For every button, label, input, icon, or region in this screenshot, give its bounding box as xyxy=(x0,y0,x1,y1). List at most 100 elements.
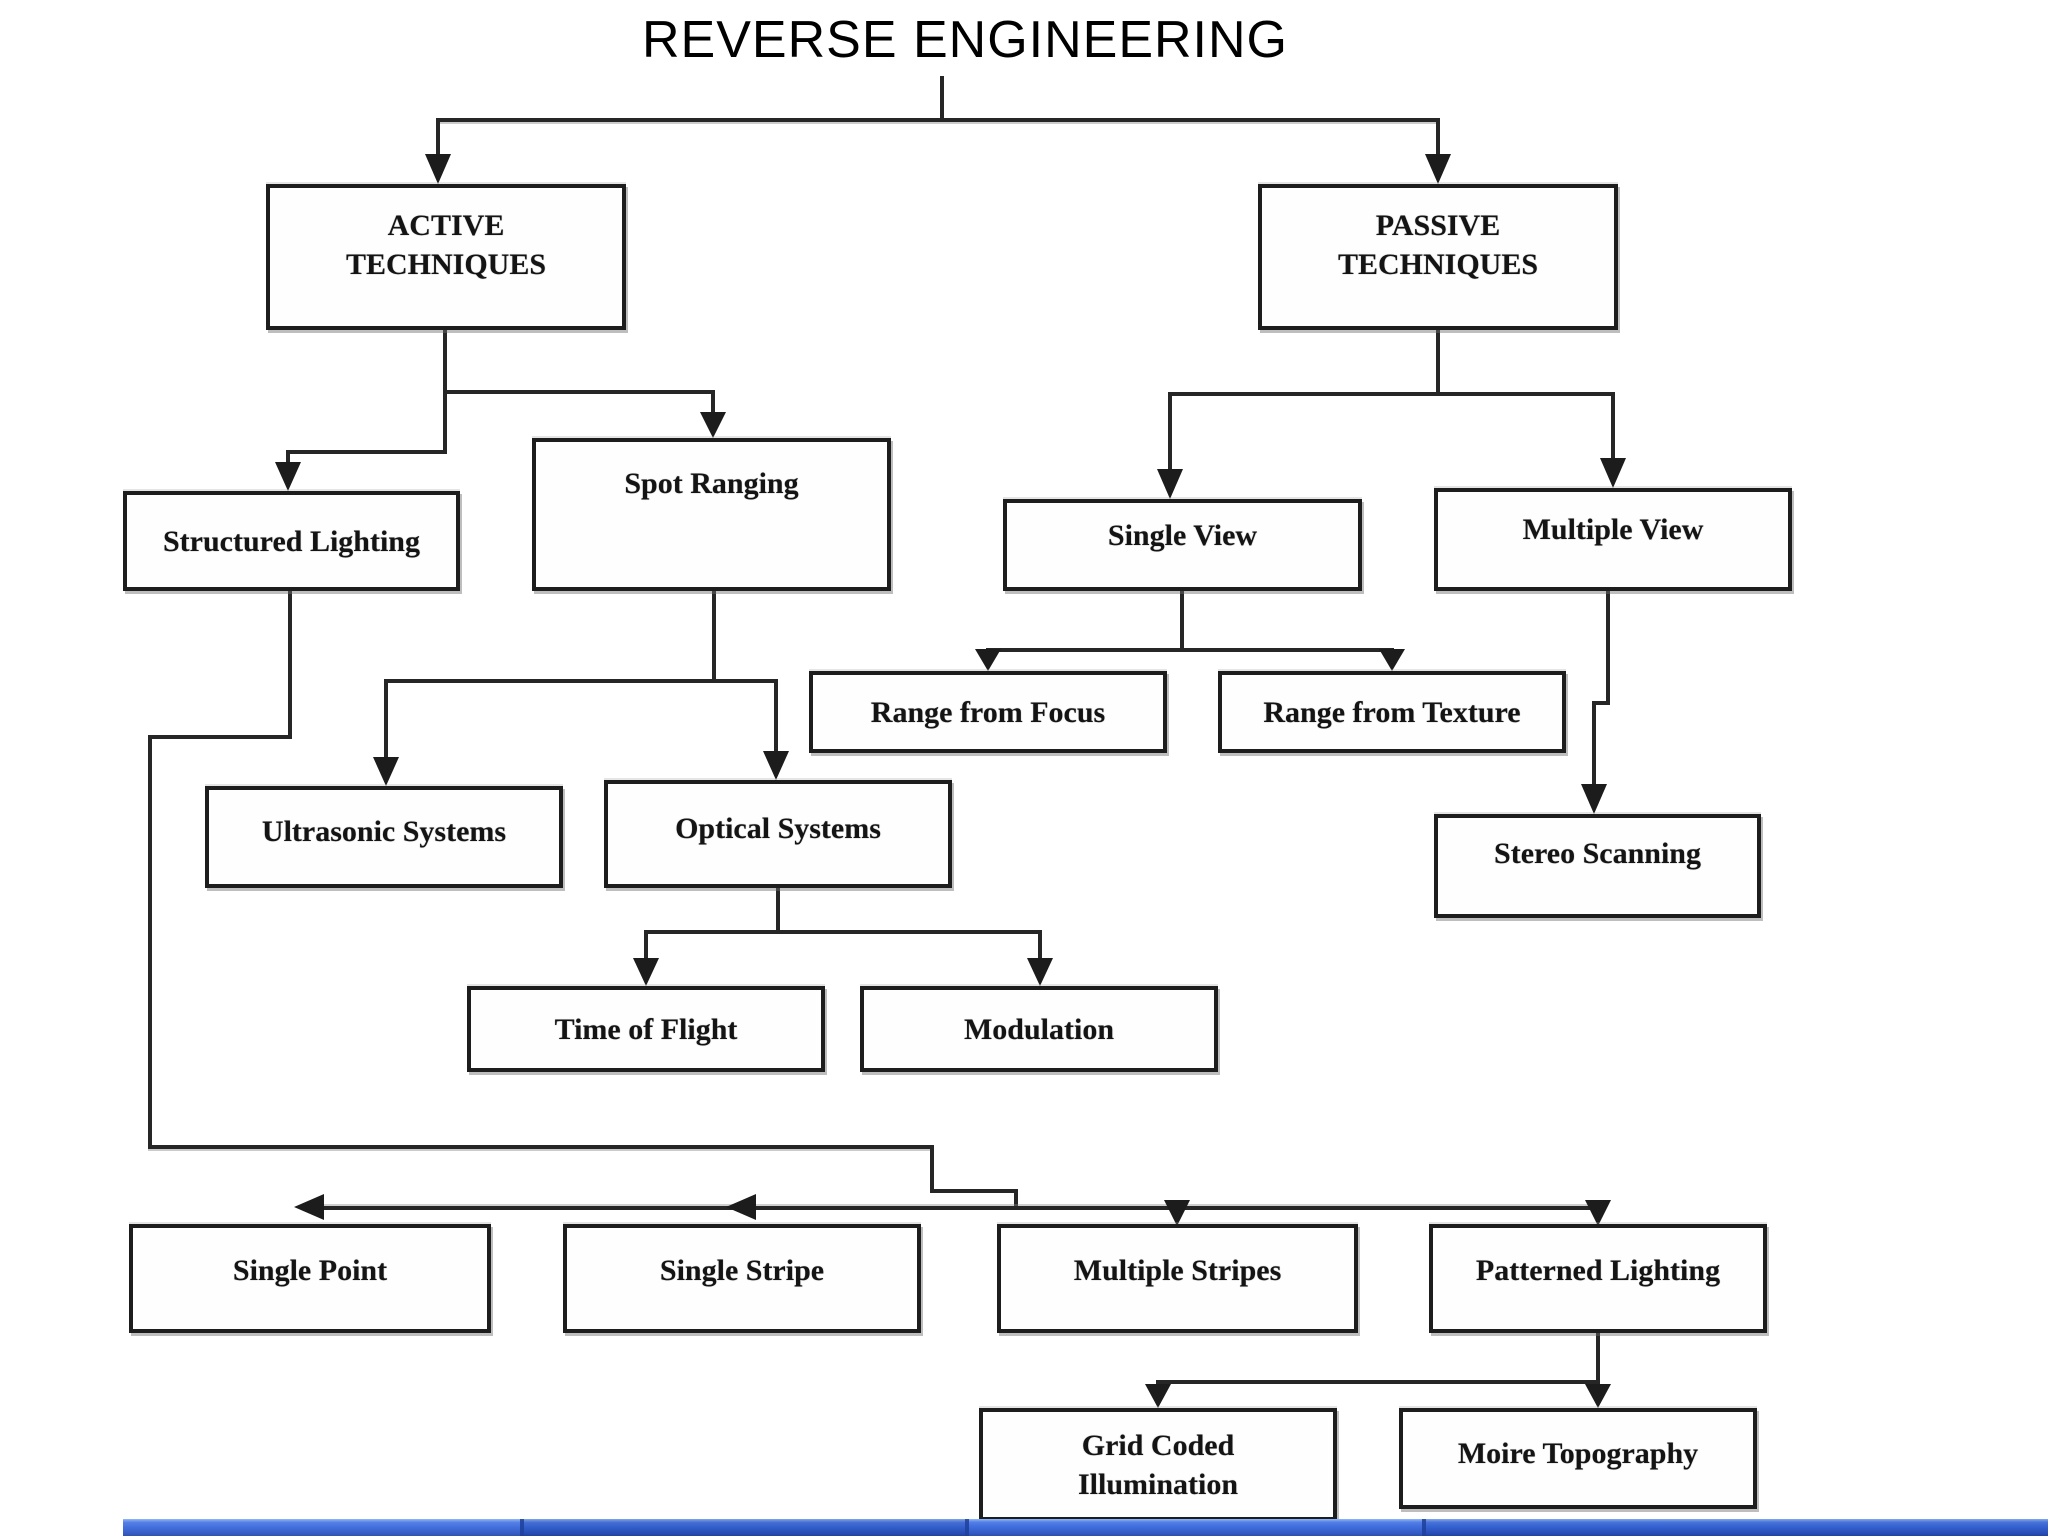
node-grid-coded-illumination: Grid Coded Illumination xyxy=(979,1408,1337,1521)
node-label: Single Stripe xyxy=(659,1254,825,1287)
arrowhead-down-icon xyxy=(1581,784,1607,814)
node-single-point: Single Point xyxy=(129,1224,491,1333)
connector xyxy=(384,679,778,683)
connector xyxy=(712,591,716,679)
arrowhead-down-icon xyxy=(373,757,399,786)
connector xyxy=(1611,392,1615,458)
connector xyxy=(308,1206,1602,1210)
connector xyxy=(148,735,292,739)
connector xyxy=(1592,701,1596,784)
connector xyxy=(148,735,152,1149)
connector xyxy=(1168,392,1172,469)
connector xyxy=(288,591,292,735)
connector xyxy=(443,390,715,394)
node-active-techniques: ACTIVE TECHNIQUES xyxy=(266,184,626,330)
connector xyxy=(940,76,944,120)
taskbar-window-button[interactable] xyxy=(524,1519,965,1536)
connector xyxy=(644,930,648,958)
node-ultrasonic-systems: Ultrasonic Systems xyxy=(205,786,563,888)
taskbar-separator xyxy=(520,1519,524,1536)
taskbar-separator xyxy=(965,1519,969,1536)
node-modulation: Modulation xyxy=(860,986,1218,1072)
arrowhead-down-icon xyxy=(633,958,659,986)
arrowhead-down-icon xyxy=(1425,154,1451,184)
node-label: Multiple Stripes xyxy=(1073,1254,1282,1287)
node-label: Ultrasonic Systems xyxy=(261,814,507,848)
node-label: Single View xyxy=(1107,518,1258,552)
node-label: Single Point xyxy=(232,1254,388,1287)
arrowhead-down-icon xyxy=(1027,958,1053,986)
node-label: Time of Flight xyxy=(554,1012,738,1046)
connector xyxy=(1592,701,1610,705)
node-range-from-focus: Range from Focus xyxy=(809,671,1167,753)
page-title: REVERSE ENGINEERING xyxy=(641,11,1289,69)
connector xyxy=(436,118,440,154)
connector xyxy=(644,930,1042,934)
node-label: Optical Systems xyxy=(675,811,881,845)
node-moire-topography: Moire Topography xyxy=(1399,1408,1757,1509)
connector xyxy=(930,1189,1018,1193)
node-single-stripe: Single Stripe xyxy=(563,1224,921,1333)
connector xyxy=(1168,392,1615,396)
node-patterned-lighting: Patterned Lighting xyxy=(1429,1224,1767,1333)
node-structured-lighting: Structured Lighting xyxy=(123,491,460,591)
arrowhead-down-icon xyxy=(275,462,301,491)
connector xyxy=(711,394,715,412)
node-time-of-flight: Time of Flight xyxy=(467,986,825,1072)
arrowhead-down-icon xyxy=(763,751,789,780)
node-label: Range from Texture xyxy=(1263,695,1521,729)
arrowhead-left-icon xyxy=(294,1194,324,1220)
taskbar-separator xyxy=(1422,1519,1426,1536)
arrowhead-down-icon xyxy=(700,412,726,438)
connector xyxy=(1596,1333,1600,1380)
connector xyxy=(1436,118,1440,154)
node-label: PASSIVE TECHNIQUES xyxy=(1337,209,1539,281)
node-label: ACTIVE TECHNIQUES xyxy=(345,209,547,281)
connector xyxy=(384,679,388,757)
connector xyxy=(286,450,290,462)
node-spot-ranging: Spot Ranging xyxy=(532,438,891,591)
arrowhead-down-icon xyxy=(1157,469,1183,499)
node-single-view: Single View xyxy=(1003,499,1362,591)
node-label: Modulation xyxy=(963,1012,1115,1046)
node-label: Stereo Scanning xyxy=(1494,836,1701,870)
taskbar[interactable] xyxy=(123,1519,2048,1536)
connector xyxy=(774,679,778,751)
connector xyxy=(1156,1380,1160,1386)
node-optical-systems: Optical Systems xyxy=(604,780,952,888)
connector xyxy=(930,1145,934,1193)
node-passive-techniques: PASSIVE TECHNIQUES xyxy=(1258,184,1618,330)
node-label: Spot Ranging xyxy=(624,467,799,500)
node-range-from-texture: Range from Texture xyxy=(1218,671,1566,753)
arrowhead-down-icon xyxy=(1145,1384,1171,1408)
connector xyxy=(286,450,447,454)
node-label: Multiple View xyxy=(1522,513,1704,546)
node-multiple-stripes: Multiple Stripes xyxy=(997,1224,1358,1333)
taskbar-window-button[interactable] xyxy=(123,1519,520,1536)
taskbar-window-button[interactable] xyxy=(969,1519,1422,1536)
node-label: Grid Coded Illumination xyxy=(1077,1428,1239,1501)
node-label: Patterned Lighting xyxy=(1475,1254,1721,1287)
connector xyxy=(1606,591,1610,701)
connector xyxy=(1436,330,1440,392)
arrowhead-down-icon xyxy=(1600,458,1626,488)
taskbar-window-button[interactable] xyxy=(1426,1519,2048,1536)
connector xyxy=(1156,1380,1600,1384)
arrowhead-left-icon xyxy=(726,1194,756,1220)
arrowhead-down-icon xyxy=(1379,649,1405,671)
node-label: Moire Topography xyxy=(1457,1437,1699,1470)
connector xyxy=(1014,1189,1018,1210)
connector xyxy=(148,1145,934,1149)
node-label: Structured Lighting xyxy=(163,524,420,558)
arrowhead-down-icon xyxy=(975,649,1001,671)
arrowhead-down-icon xyxy=(425,154,451,184)
arrowhead-down-icon xyxy=(1585,1200,1611,1226)
node-label: Range from Focus xyxy=(870,695,1106,729)
connector xyxy=(986,648,1394,652)
connector xyxy=(776,888,780,930)
arrowhead-down-icon xyxy=(1164,1200,1190,1226)
node-multiple-view: Multiple View xyxy=(1434,488,1792,591)
connector xyxy=(438,118,1438,122)
arrowhead-down-icon xyxy=(1585,1384,1611,1408)
